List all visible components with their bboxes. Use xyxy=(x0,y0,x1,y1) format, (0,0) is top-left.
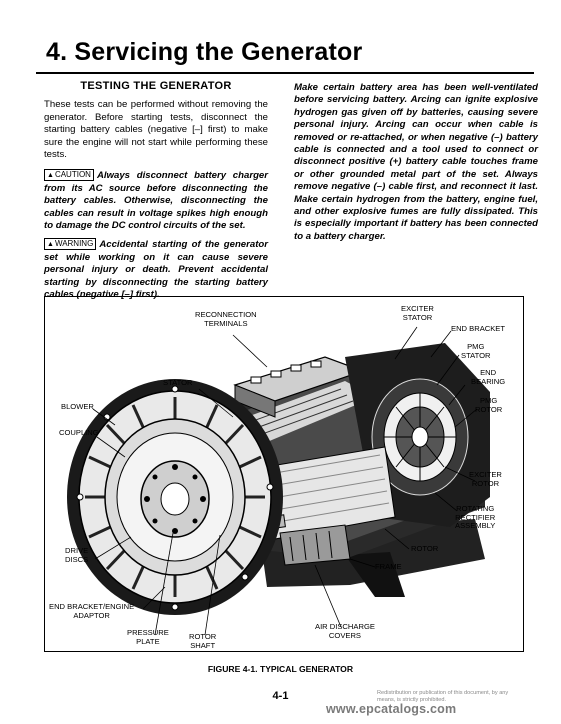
intro-paragraph: These tests can be performed without rem… xyxy=(44,99,268,161)
page-number: 4-1 xyxy=(272,690,289,702)
label-blower: BLOWER xyxy=(61,402,94,411)
figure-caption: FIGURE 4-1. TYPICAL GENERATOR xyxy=(207,664,354,674)
caution-text: Always disconnect battery charger from i… xyxy=(44,170,268,232)
warning-label: WARNING xyxy=(54,239,94,249)
caution-label: CAUTION xyxy=(54,170,91,180)
label-stator: STATOR xyxy=(163,378,193,387)
left-column: TESTING THE GENERATOR These tests can be… xyxy=(44,80,268,308)
warning-triangle-icon: ▲ xyxy=(47,241,54,249)
redistribution-disclaimer: Redistribution or publication of this do… xyxy=(377,690,509,703)
title-rule xyxy=(36,72,534,74)
right-column: Make certain battery area has been well-… xyxy=(294,82,538,243)
caution-triangle-icon: ▲ xyxy=(47,172,54,180)
warning-text: Accidental starting of the generator set… xyxy=(44,239,268,301)
section-heading: TESTING THE GENERATOR xyxy=(80,80,232,92)
label-end-bracket: END BRACKET xyxy=(451,324,506,333)
generator-illustration xyxy=(67,326,490,636)
chapter-title: 4. Servicing the Generator xyxy=(46,38,363,66)
warning-tag: ▲WARNING xyxy=(44,238,97,251)
label-rotor: ROTOR xyxy=(411,544,439,553)
watermark: www.epcatalogs.com xyxy=(326,702,457,716)
label-frame: FRAME xyxy=(375,562,402,571)
label-coupling: COUPLING xyxy=(59,428,99,437)
caution-tag: ▲CAUTION xyxy=(44,169,94,182)
battery-warning-text: Make certain battery area has been well-… xyxy=(294,82,538,242)
